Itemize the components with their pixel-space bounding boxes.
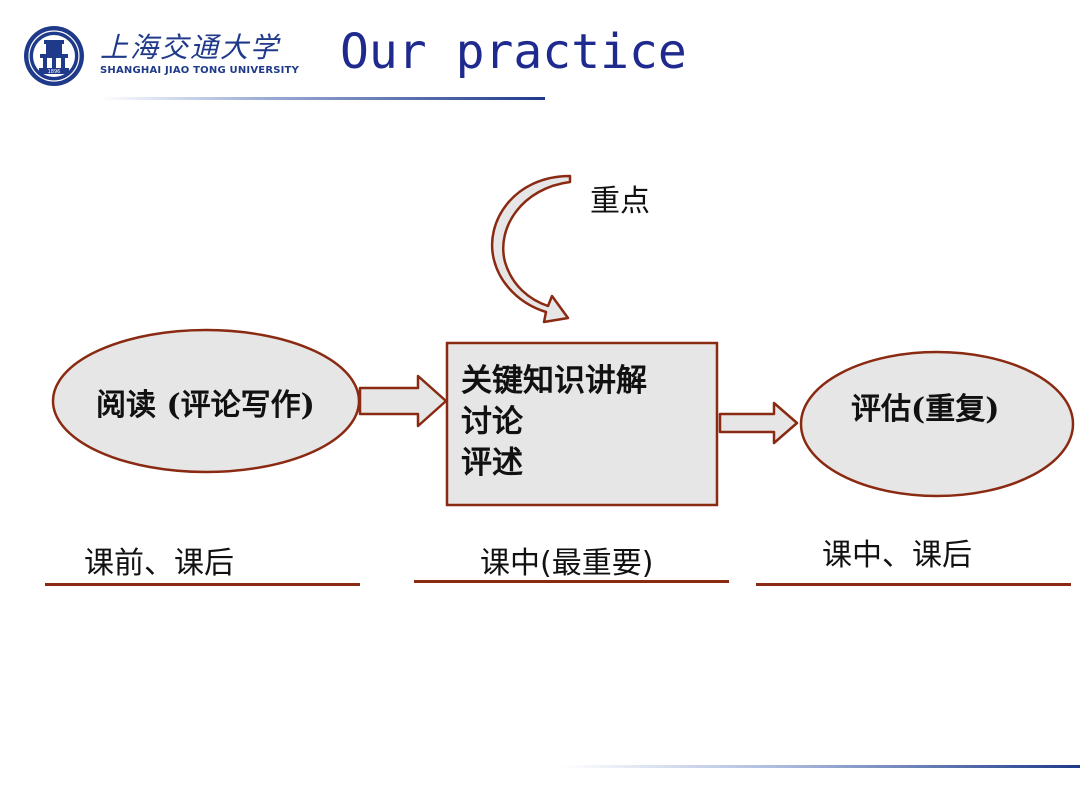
right-caption-underline [756,583,1071,586]
center-node-text: 关键知识讲解 讨论 评述 [447,343,717,505]
left-caption: 课前、课后 [84,546,234,581]
right-arrow-icon [718,401,799,445]
center-caption-underline [414,580,729,583]
footer-divider [560,765,1080,768]
left-caption-underline [45,583,360,586]
center-line-1: 关键知识讲解 [461,363,647,399]
right-node-shape [799,350,1075,498]
right-caption: 课中、课后 [822,538,972,573]
right-arrow-icon [358,374,448,428]
center-node-shape [445,341,719,507]
logo-year: 1896 [48,69,61,75]
logo-chinese-name: 上海交通大学 [100,31,281,64]
right-node-label: 评估(重复) [851,392,1000,427]
page-title: Our practice [340,24,687,80]
title-divider [100,97,545,100]
center-caption: 课中(最重要) [480,546,654,581]
curved-arrow-icon [490,174,572,324]
focus-label: 重点 [590,184,650,219]
left-node-label: 阅读 (评论写作) [96,388,315,423]
center-line-3: 评述 [461,445,523,481]
logo-english-name: SHANGHAI JIAO TONG UNIVERSITY [100,65,300,76]
university-emblem-icon: 1896 [24,26,84,86]
center-line-2: 讨论 [461,404,523,440]
